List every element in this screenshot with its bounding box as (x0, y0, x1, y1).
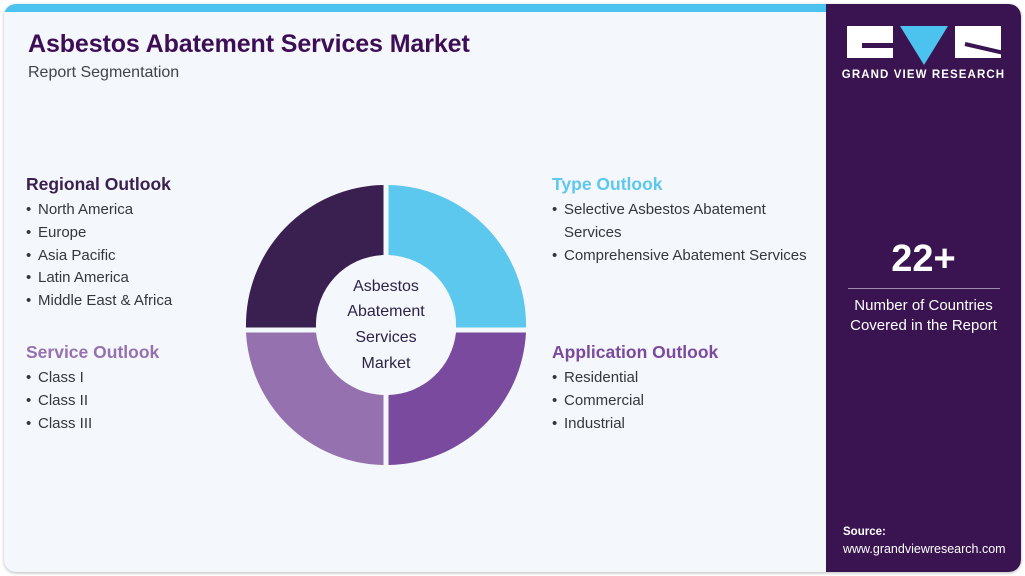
page-title: Asbestos Abatement Services Market (28, 30, 470, 58)
infographic-card: Asbestos Abatement Services Market Repor… (4, 4, 1021, 572)
list-item: Residential (552, 367, 814, 390)
stat-value: 22+ (891, 238, 956, 280)
stat-divider (847, 287, 1000, 289)
list-item: Commercial (552, 390, 814, 413)
donut-slice-application (388, 332, 526, 465)
list-item: Industrial (552, 413, 814, 436)
logo-r-icon (954, 26, 1001, 58)
page-subtitle: Report Segmentation (28, 64, 180, 81)
service-outlook-list: Class I Class II Class III (26, 367, 286, 435)
donut-chart: Asbestos Abatement Services Market (241, 180, 531, 470)
type-outlook-block: Type Outlook Selective Asbestos Abatemen… (552, 174, 814, 267)
list-item: Class II (26, 390, 286, 413)
application-outlook-list: Residential Commercial Industrial (552, 367, 814, 435)
country-stat: 22+ Number of Countries Covered in the R… (826, 238, 1021, 337)
sidebar: GRAND VIEW RESEARCH 22+ Number of Countr… (826, 4, 1021, 572)
content-area: Asbestos Abatement Services Market Repor… (4, 12, 826, 572)
gvr-logo: GRAND VIEW RESEARCH (826, 26, 1021, 81)
list-item: Europe (26, 222, 286, 245)
source-block: Source: www.grandviewresearch.com (843, 524, 1021, 558)
source-label: Source: (843, 526, 886, 539)
donut-chart-svg (245, 185, 527, 465)
regional-outlook-block: Regional Outlook North America Europe As… (26, 174, 286, 313)
source-url[interactable]: www.grandviewresearch.com (843, 542, 1006, 557)
service-outlook-block: Service Outlook Class I Class II Class I… (26, 342, 286, 435)
stat-label-line1: Number of Countries (854, 296, 993, 314)
list-item: Latin America (26, 267, 286, 290)
application-outlook-heading: Application Outlook (552, 342, 719, 362)
logo-v-triangle-icon (899, 26, 948, 65)
service-outlook-heading: Service Outlook (26, 342, 160, 362)
list-item: Class I (26, 367, 286, 390)
stat-label-line2: Covered in the Report (850, 317, 997, 335)
type-outlook-list: Selective Asbestos Abatement Services Co… (552, 199, 814, 267)
donut-slice-service (246, 332, 384, 465)
type-outlook-heading: Type Outlook (552, 174, 663, 194)
logo-marks (826, 26, 1021, 65)
list-item: Comprehensive Abatement Services (552, 245, 814, 268)
list-item: Selective Asbestos Abatement Services (552, 199, 814, 245)
logo-wordmark: GRAND VIEW RESEARCH (841, 69, 1006, 81)
donut-slice-type (388, 185, 527, 328)
regional-outlook-list: North America Europe Asia Pacific Latin … (26, 199, 286, 313)
donut-slice-regional (245, 185, 384, 328)
list-item: Middle East & Africa (26, 290, 286, 313)
application-outlook-block: Application Outlook Residential Commerci… (552, 342, 814, 435)
logo-g-icon (846, 26, 893, 58)
stat-label: Number of Countries Covered in the Repor… (826, 296, 1021, 337)
regional-outlook-heading: Regional Outlook (26, 174, 171, 194)
list-item: Class III (26, 413, 286, 436)
list-item: North America (26, 199, 286, 222)
list-item: Asia Pacific (26, 245, 286, 268)
top-accent-bar (4, 4, 826, 12)
